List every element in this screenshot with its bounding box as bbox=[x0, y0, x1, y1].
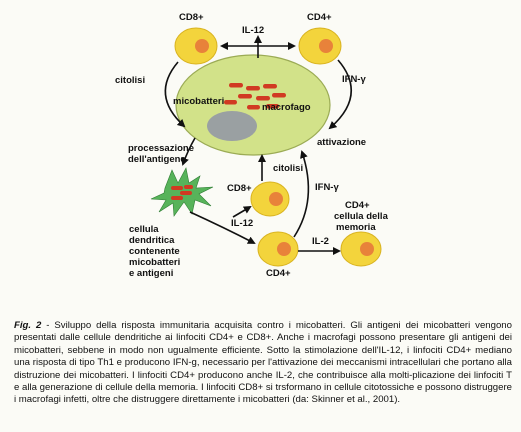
label-mycobacteria: micobatteri bbox=[173, 96, 224, 107]
cd4-memory-cell bbox=[340, 231, 382, 267]
macrophage-nucleus bbox=[207, 111, 257, 141]
label-il12-top: IL-12 bbox=[242, 25, 264, 36]
label-cd4-bottom: CD4+ bbox=[266, 268, 291, 279]
caption-text: - Sviluppo della risposta immunitaria ac… bbox=[14, 320, 512, 406]
label-citolisi-left: citolisi bbox=[115, 75, 145, 86]
cd4-cell-top bbox=[298, 27, 342, 65]
label-il12-mid: IL-12 bbox=[231, 218, 253, 229]
label-dendritic-3: contenente bbox=[129, 246, 180, 257]
arrow-to-cd8-mid bbox=[232, 205, 252, 218]
cd4-cell-bottom bbox=[257, 231, 299, 267]
label-dendritic-4: micobatteri bbox=[129, 257, 180, 268]
dendritic-cell bbox=[150, 167, 214, 217]
label-citolisi-mid: citolisi bbox=[273, 163, 303, 174]
label-dendritic-1: cellula bbox=[129, 224, 159, 235]
label-dendritic-2: dendritica bbox=[129, 235, 175, 246]
mycobacteria-in-dendritic-cell bbox=[171, 185, 193, 200]
label-cd8-mid: CD8+ bbox=[227, 183, 252, 194]
arrow-cd4-to-macrophage-ifn bbox=[293, 150, 310, 238]
label-ifn-top: IFN-γ bbox=[342, 74, 366, 85]
label-cd4-top: CD4+ bbox=[307, 12, 332, 23]
label-cd8-top: CD8+ bbox=[179, 12, 204, 23]
arrows bbox=[164, 35, 352, 255]
immune-response-diagram: CD8+ CD4+ IL-12 citolisi IFN-γ micobatte… bbox=[115, 12, 389, 279]
label-macrophage: macrofago bbox=[262, 102, 311, 113]
label-antigen-processing-1: processazione bbox=[128, 143, 194, 154]
arrow-cd8-to-macrophage bbox=[164, 61, 186, 128]
macrophage-cell bbox=[175, 54, 331, 156]
label-antigen-processing-2: dell'antigene bbox=[128, 154, 186, 165]
label-il2: IL-2 bbox=[312, 236, 329, 247]
cd8-cell-top bbox=[174, 27, 218, 65]
label-dendritic-5: e antigeni bbox=[129, 268, 173, 279]
label-memory-1: CD4+ bbox=[345, 200, 370, 211]
arrow-dendritic-to-cd4 bbox=[189, 211, 256, 244]
figure-caption: Fig. 2 - Sviluppo della risposta immunit… bbox=[14, 320, 512, 407]
cd8-cell-mid bbox=[250, 181, 290, 217]
arrow-cd4-to-macrophage bbox=[328, 59, 352, 130]
label-activation: attivazione bbox=[317, 137, 366, 148]
label-memory-2: cellula della bbox=[334, 211, 389, 222]
arrow-macrophage-to-dendritic bbox=[181, 137, 196, 166]
mycobacteria-in-macrophage bbox=[224, 83, 286, 110]
caption-figure-label: Fig. 2 bbox=[14, 320, 42, 331]
label-memory-3: memoria bbox=[336, 222, 376, 233]
label-ifn-mid: IFN-γ bbox=[315, 182, 339, 193]
